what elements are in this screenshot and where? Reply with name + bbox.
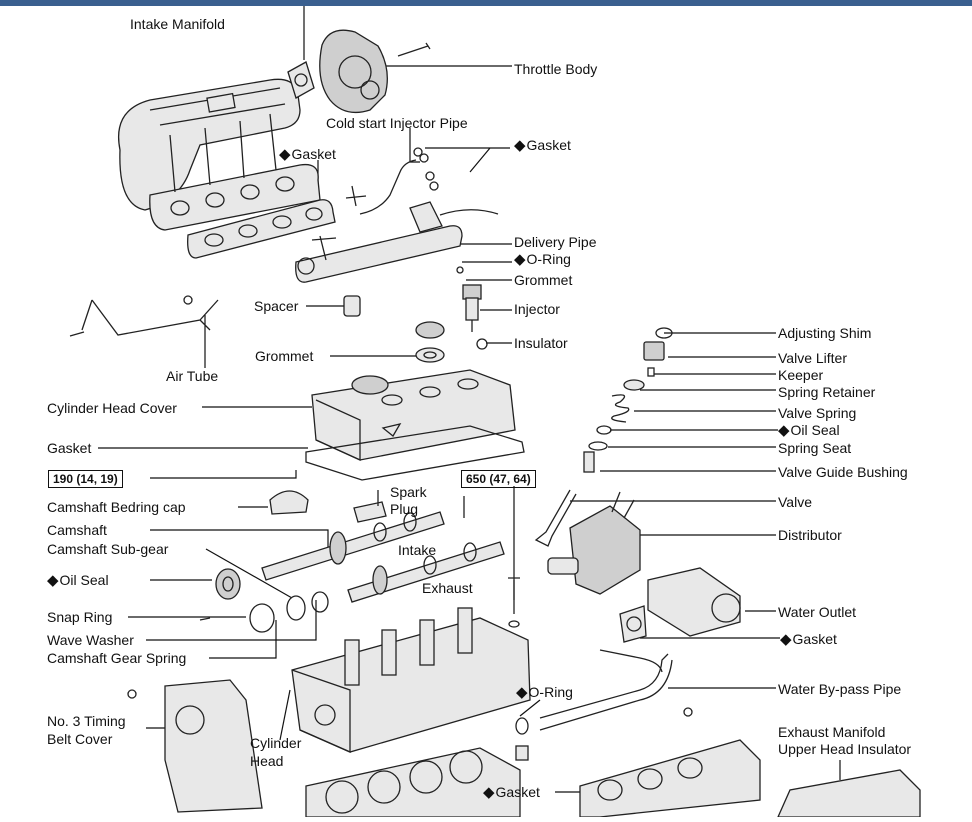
label-o-ring-bottom: O-Ring — [516, 684, 573, 701]
label-adjusting-shim: Adjusting Shim — [778, 325, 872, 341]
oil-cap-drawing — [415, 321, 445, 363]
label-camshaft-bedring-cap: Camshaft Bedring cap — [47, 499, 186, 515]
label-oil-seal-valve: Oil Seal — [778, 422, 840, 439]
torque-box-bedring: 190 (14, 19) — [48, 470, 123, 488]
label-intake: Intake — [398, 542, 437, 558]
head-gasket-drawing — [305, 747, 521, 818]
label-intake-manifold: Intake Manifold — [130, 16, 225, 32]
cylinder-head-cover-drawing — [311, 369, 516, 462]
label-delivery-pipe: Delivery Pipe — [514, 234, 597, 250]
distributor-drawing — [547, 491, 641, 595]
label-spark-plug-line1: Spark — [390, 484, 427, 500]
rings-drawing — [199, 591, 329, 633]
cover-gasket-drawing — [305, 425, 525, 481]
air-tube-drawing — [69, 295, 219, 337]
label-grommet-cover: Grommet — [255, 348, 314, 364]
valve-train-drawing — [534, 327, 673, 547]
intake-manifold-drawing — [118, 78, 321, 231]
label-timing-belt-cover-line1: No. 3 Timing — [47, 713, 126, 729]
label-water-outlet: Water Outlet — [778, 604, 857, 620]
label-valve-lifter: Valve Lifter — [778, 350, 847, 366]
label-valve-guide-bushing: Valve Guide Bushing — [778, 464, 908, 480]
exhaust-insulator-drawing — [776, 769, 921, 818]
label-grommet-injector: Grommet — [514, 272, 573, 288]
camshaft-exhaust-drawing — [347, 541, 505, 603]
label-gasket-bottom: Gasket — [483, 784, 540, 801]
label-valve-spring: Valve Spring — [778, 405, 857, 421]
injector-drawing — [462, 284, 488, 350]
label-spacer: Spacer — [254, 298, 299, 314]
label-gasket-cover: Gasket — [47, 440, 92, 456]
label-spring-retainer: Spring Retainer — [778, 384, 876, 400]
label-camshaft-gear-spring: Camshaft Gear Spring — [47, 650, 187, 666]
label-wave-washer: Wave Washer — [47, 632, 134, 648]
throttle-body-drawing — [287, 29, 431, 114]
label-timing-belt-cover-line2: Belt Cover — [47, 731, 113, 747]
spacer-drawing — [343, 295, 361, 317]
label-keeper: Keeper — [778, 367, 824, 383]
cylinder-head-drawing — [291, 607, 531, 753]
label-o-ring-top: O-Ring — [514, 251, 571, 268]
delivery-pipe-drawing — [295, 201, 499, 283]
oil-seal-drawing — [215, 568, 241, 600]
window-top-bar — [0, 0, 972, 6]
label-water-bypass-pipe: Water By-pass Pipe — [778, 681, 902, 697]
label-throttle-body: Throttle Body — [514, 61, 598, 77]
label-spark-plug-line2: Plug — [390, 501, 419, 517]
label-cold-start-injector-pipe: Cold start Injector Pipe — [326, 115, 468, 131]
label-camshaft-sub-gear: Camshaft Sub-gear — [47, 541, 169, 557]
camshaft-intake-drawing — [261, 511, 445, 581]
label-gasket-water: Gasket — [780, 631, 837, 648]
exhaust-gasket-drawing — [579, 739, 761, 818]
water-outlet-drawing — [619, 567, 741, 643]
label-air-tube: Air Tube — [166, 368, 219, 384]
label-valve: Valve — [778, 494, 812, 510]
manifold-gasket-drawing — [187, 199, 336, 259]
torque-box-head: 650 (47, 64) — [461, 470, 536, 488]
label-gasket-manifold: Gasket — [279, 146, 336, 163]
label-cylinder-head-line1: Cylinder — [250, 735, 302, 751]
cold-start-pipe-drawing — [345, 147, 439, 215]
water-bypass-pipe-drawing — [515, 649, 693, 761]
bedring-cap-drawing — [269, 490, 465, 523]
label-distributor: Distributor — [778, 527, 842, 543]
label-exhaust-manifold-line2: Upper Head Insulator — [778, 741, 912, 757]
label-spring-seat: Spring Seat — [778, 440, 852, 456]
label-cylinder-head-cover: Cylinder Head Cover — [47, 400, 177, 416]
label-exhaust: Exhaust — [422, 580, 473, 596]
label-snap-ring: Snap Ring — [47, 609, 113, 625]
label-oil-seal-left: Oil Seal — [47, 572, 109, 589]
label-gasket-top-right: Gasket — [514, 137, 571, 154]
timing-belt-cover-drawing — [127, 679, 263, 813]
head-bolt-drawing — [508, 577, 520, 628]
label-cylinder-head-line2: Head — [250, 753, 284, 769]
label-camshaft: Camshaft — [47, 522, 107, 538]
label-exhaust-manifold-line1: Exhaust Manifold — [778, 724, 886, 740]
label-insulator: Insulator — [514, 335, 568, 351]
label-injector: Injector — [514, 301, 560, 317]
leader-lines — [98, 6, 841, 793]
